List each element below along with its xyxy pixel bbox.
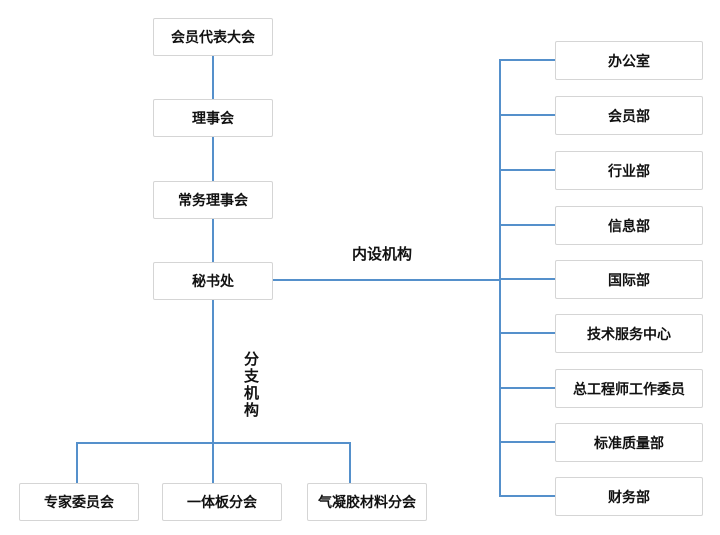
label-internal-institutions: 内设机构 [352,246,413,263]
node-integrated-panel-branch: 一体板分会 [162,483,282,521]
connector-line [499,169,555,171]
connector-line [212,137,214,182]
node-industry-dept: 行业部 [555,151,703,190]
node-technical-service-center: 技术服务中心 [555,314,703,353]
node-standards-quality-dept: 标准质量部 [555,423,703,462]
node-standing-council: 常务理事会 [153,181,273,219]
node-expert-committee: 专家委员会 [19,483,139,521]
node-secretariat: 秘书处 [153,262,273,300]
connector-line [499,495,555,497]
node-general-office: 办公室 [555,41,703,80]
connector-line [499,59,555,61]
connector-branch-distribution [76,442,351,444]
connector-line [499,441,555,443]
connector-line [76,442,78,483]
connector-line [499,224,555,226]
connector-line-secretariat-to-trunk [273,279,501,281]
connector-line [499,114,555,116]
connector-line [212,56,214,100]
connector-line [212,300,214,484]
node-membership-dept: 会员部 [555,96,703,135]
label-branch-institutions: 分支机构 [242,351,259,419]
connector-line [499,387,555,389]
node-aerogel-materials-branch: 气凝胶材料分会 [307,483,427,521]
node-information-dept: 信息部 [555,206,703,245]
node-finance-dept: 财务部 [555,477,703,516]
node-international-dept: 国际部 [555,260,703,299]
connector-line [212,219,214,263]
node-chief-engineer-committee: 总工程师工作委员 [555,369,703,408]
node-member-representative-assembly: 会员代表大会 [153,18,273,56]
connector-line [499,332,555,334]
connector-line [499,278,555,280]
connector-line [349,442,351,483]
node-council: 理事会 [153,99,273,137]
